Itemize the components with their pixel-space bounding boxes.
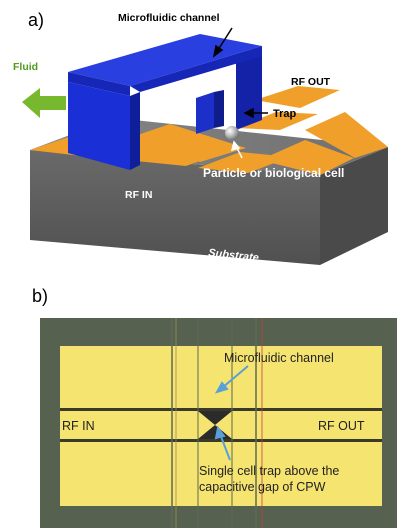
fluid-arrow (22, 88, 66, 118)
label-rf-in-b: RF IN (62, 419, 95, 433)
annotation-arrows (212, 27, 268, 119)
label-trap: Trap (273, 108, 297, 120)
micrograph-arrows (214, 365, 249, 461)
particle-arrow (230, 140, 243, 159)
channel-walls (171, 318, 263, 528)
capacitive-gap (198, 411, 232, 425)
panel-a-diagram: Microfluidic channel Fluid RF OUT Trap P… (13, 12, 388, 265)
label-fluid: Fluid (13, 61, 38, 73)
label-rf-in-a: RF IN (125, 189, 152, 201)
label-microfluidic-channel: Microfluidic channel (118, 12, 220, 24)
microfluidic-channel-shape (68, 34, 262, 170)
label-rf-out-a: RF OUT (291, 76, 331, 88)
panel-b-label: b) (32, 286, 49, 306)
label-trap-caption-1: Single cell trap above the (199, 464, 339, 478)
particle-sphere (225, 126, 239, 140)
panel-a-label: a) (28, 10, 45, 30)
label-trap-caption-2: capacitive gap of CPW (199, 480, 326, 494)
label-rf-out-b: RF OUT (318, 419, 365, 433)
top-ground-electrode (60, 346, 382, 408)
electrodes (30, 86, 388, 175)
label-substrate: Substrate (208, 247, 260, 264)
bottom-ground-electrode (60, 442, 382, 506)
label-particle: Particle or biological cell (203, 166, 344, 180)
label-microfluidic-channel-b: Microfluidic channel (224, 351, 334, 365)
